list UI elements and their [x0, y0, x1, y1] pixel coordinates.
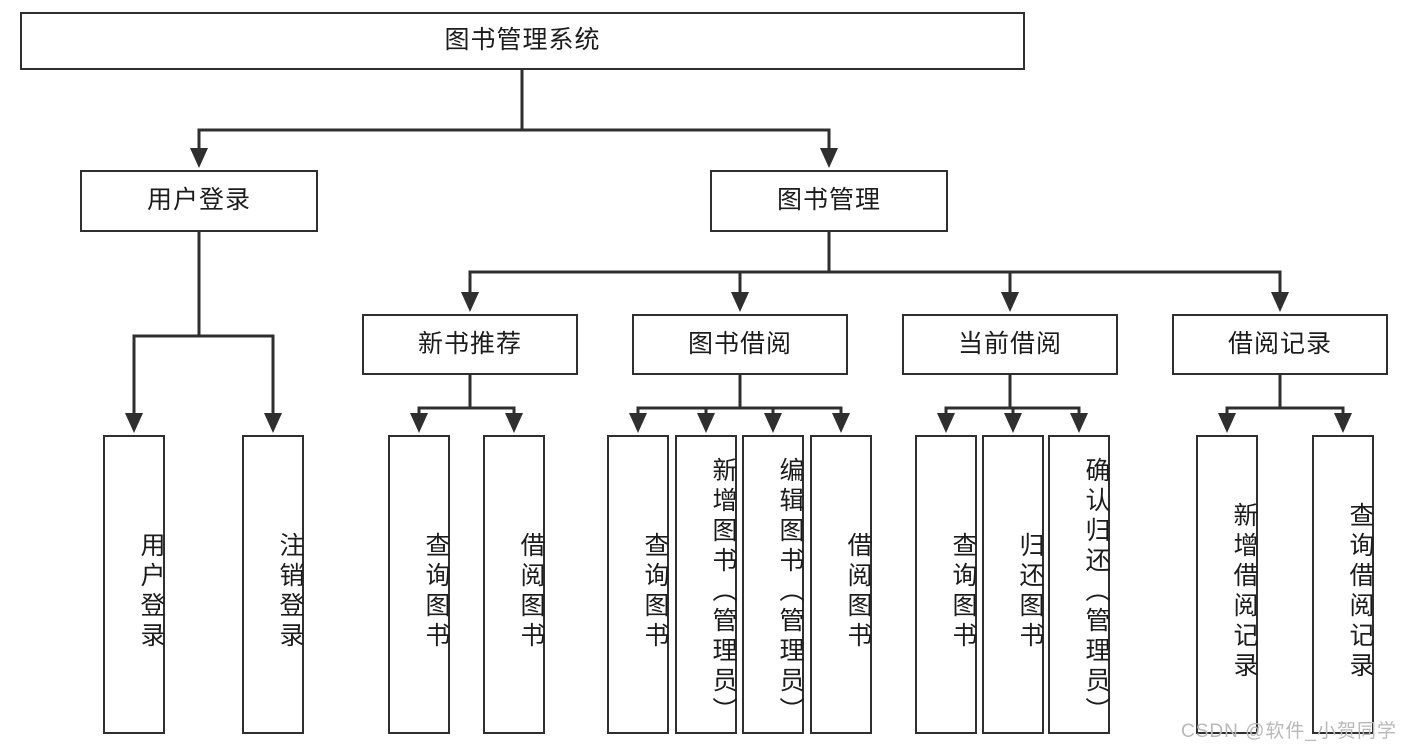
arrow-head-level3_new_to_leaves-0	[410, 413, 428, 433]
node-label: 图书借阅	[687, 329, 792, 358]
node-label: 新书推荐	[417, 329, 522, 358]
node-label: 查询图书	[422, 531, 450, 652]
arrow-head-level3_borrow_to_leaves-2	[764, 413, 782, 433]
node-label: 查询图书	[641, 531, 669, 652]
node-leaf-7[interactable]: 借阅图书	[810, 435, 872, 734]
node-label: 用户登录	[146, 186, 251, 215]
arrow-head-level2_book_to_level3-0	[461, 292, 479, 312]
node-label: 借阅图书	[844, 531, 872, 652]
arrow-head-level3_record_to_leaves-1	[1334, 413, 1352, 433]
node-leaf-10[interactable]: 确认归还（管理员）	[1048, 435, 1110, 734]
node-label: 查询图书	[949, 531, 977, 652]
node-leaf-4[interactable]: 查询图书	[607, 435, 669, 734]
node-level3-1[interactable]: 图书借阅	[632, 314, 848, 375]
node-leaf-9[interactable]: 归还图书	[982, 435, 1044, 734]
node-label: 借阅图书	[517, 531, 545, 652]
node-leaf-8[interactable]: 查询图书	[915, 435, 977, 734]
node-leaf-11[interactable]: 新增借阅记录	[1196, 435, 1258, 734]
node-level3-2[interactable]: 当前借阅	[902, 314, 1118, 375]
node-root-system[interactable]: 图书管理系统	[20, 12, 1025, 70]
arrow-head-level3_borrow_to_leaves-0	[629, 413, 647, 433]
node-level3-3[interactable]: 借阅记录	[1172, 314, 1388, 375]
arrow-head-level3_current_to_leaves-1	[1004, 413, 1022, 433]
arrow-head-root_to_level2-1	[820, 148, 838, 168]
arrow-head-level3_new_to_leaves-1	[505, 413, 523, 433]
arrow-head-level2_book_to_level3-1	[731, 292, 749, 312]
arrow-head-root_to_level2-0	[190, 148, 208, 168]
arrow-head-level2_book_to_level3-2	[1001, 292, 1019, 312]
node-level3-0[interactable]: 新书推荐	[362, 314, 578, 375]
node-level2-0[interactable]: 用户登录	[80, 170, 318, 232]
node-leaf-3[interactable]: 借阅图书	[483, 435, 545, 734]
arrow-head-level2_user_to_leaves-0	[125, 413, 143, 433]
node-label: 新增借阅记录	[1230, 501, 1258, 682]
arrow-head-level3_current_to_leaves-2	[1070, 413, 1088, 433]
arrow-head-level3_borrow_to_leaves-1	[697, 413, 715, 433]
node-label: 确认归还（管理员）	[1082, 456, 1110, 727]
node-level2-1[interactable]: 图书管理	[710, 170, 948, 232]
arrow-head-level3_record_to_leaves-0	[1218, 413, 1236, 433]
arrow-head-level3_borrow_to_leaves-3	[832, 413, 850, 433]
node-leaf-0[interactable]: 用户登录	[103, 435, 165, 734]
node-label: 注销登录	[276, 531, 304, 652]
node-leaf-2[interactable]: 查询图书	[388, 435, 450, 734]
node-label: 当前借阅	[957, 329, 1062, 358]
arrow-head-level2_user_to_leaves-1	[264, 413, 282, 433]
arrow-head-level2_book_to_level3-3	[1271, 292, 1289, 312]
node-leaf-6[interactable]: 编辑图书（管理员）	[742, 435, 804, 734]
node-leaf-12[interactable]: 查询借阅记录	[1312, 435, 1374, 734]
node-label: 借阅记录	[1227, 329, 1332, 358]
node-label: 图书管理	[776, 186, 881, 215]
arrow-head-level3_current_to_leaves-0	[937, 413, 955, 433]
node-label: 查询借阅记录	[1346, 501, 1374, 682]
node-label: 归还图书	[1016, 531, 1044, 652]
node-label: 新增图书（管理员）	[709, 456, 737, 727]
node-label: 编辑图书（管理员）	[776, 456, 804, 727]
node-leaf-1[interactable]: 注销登录	[242, 435, 304, 734]
node-label: 图书管理系统	[444, 26, 601, 55]
node-label: 用户登录	[137, 531, 165, 652]
node-leaf-5[interactable]: 新增图书（管理员）	[675, 435, 737, 734]
